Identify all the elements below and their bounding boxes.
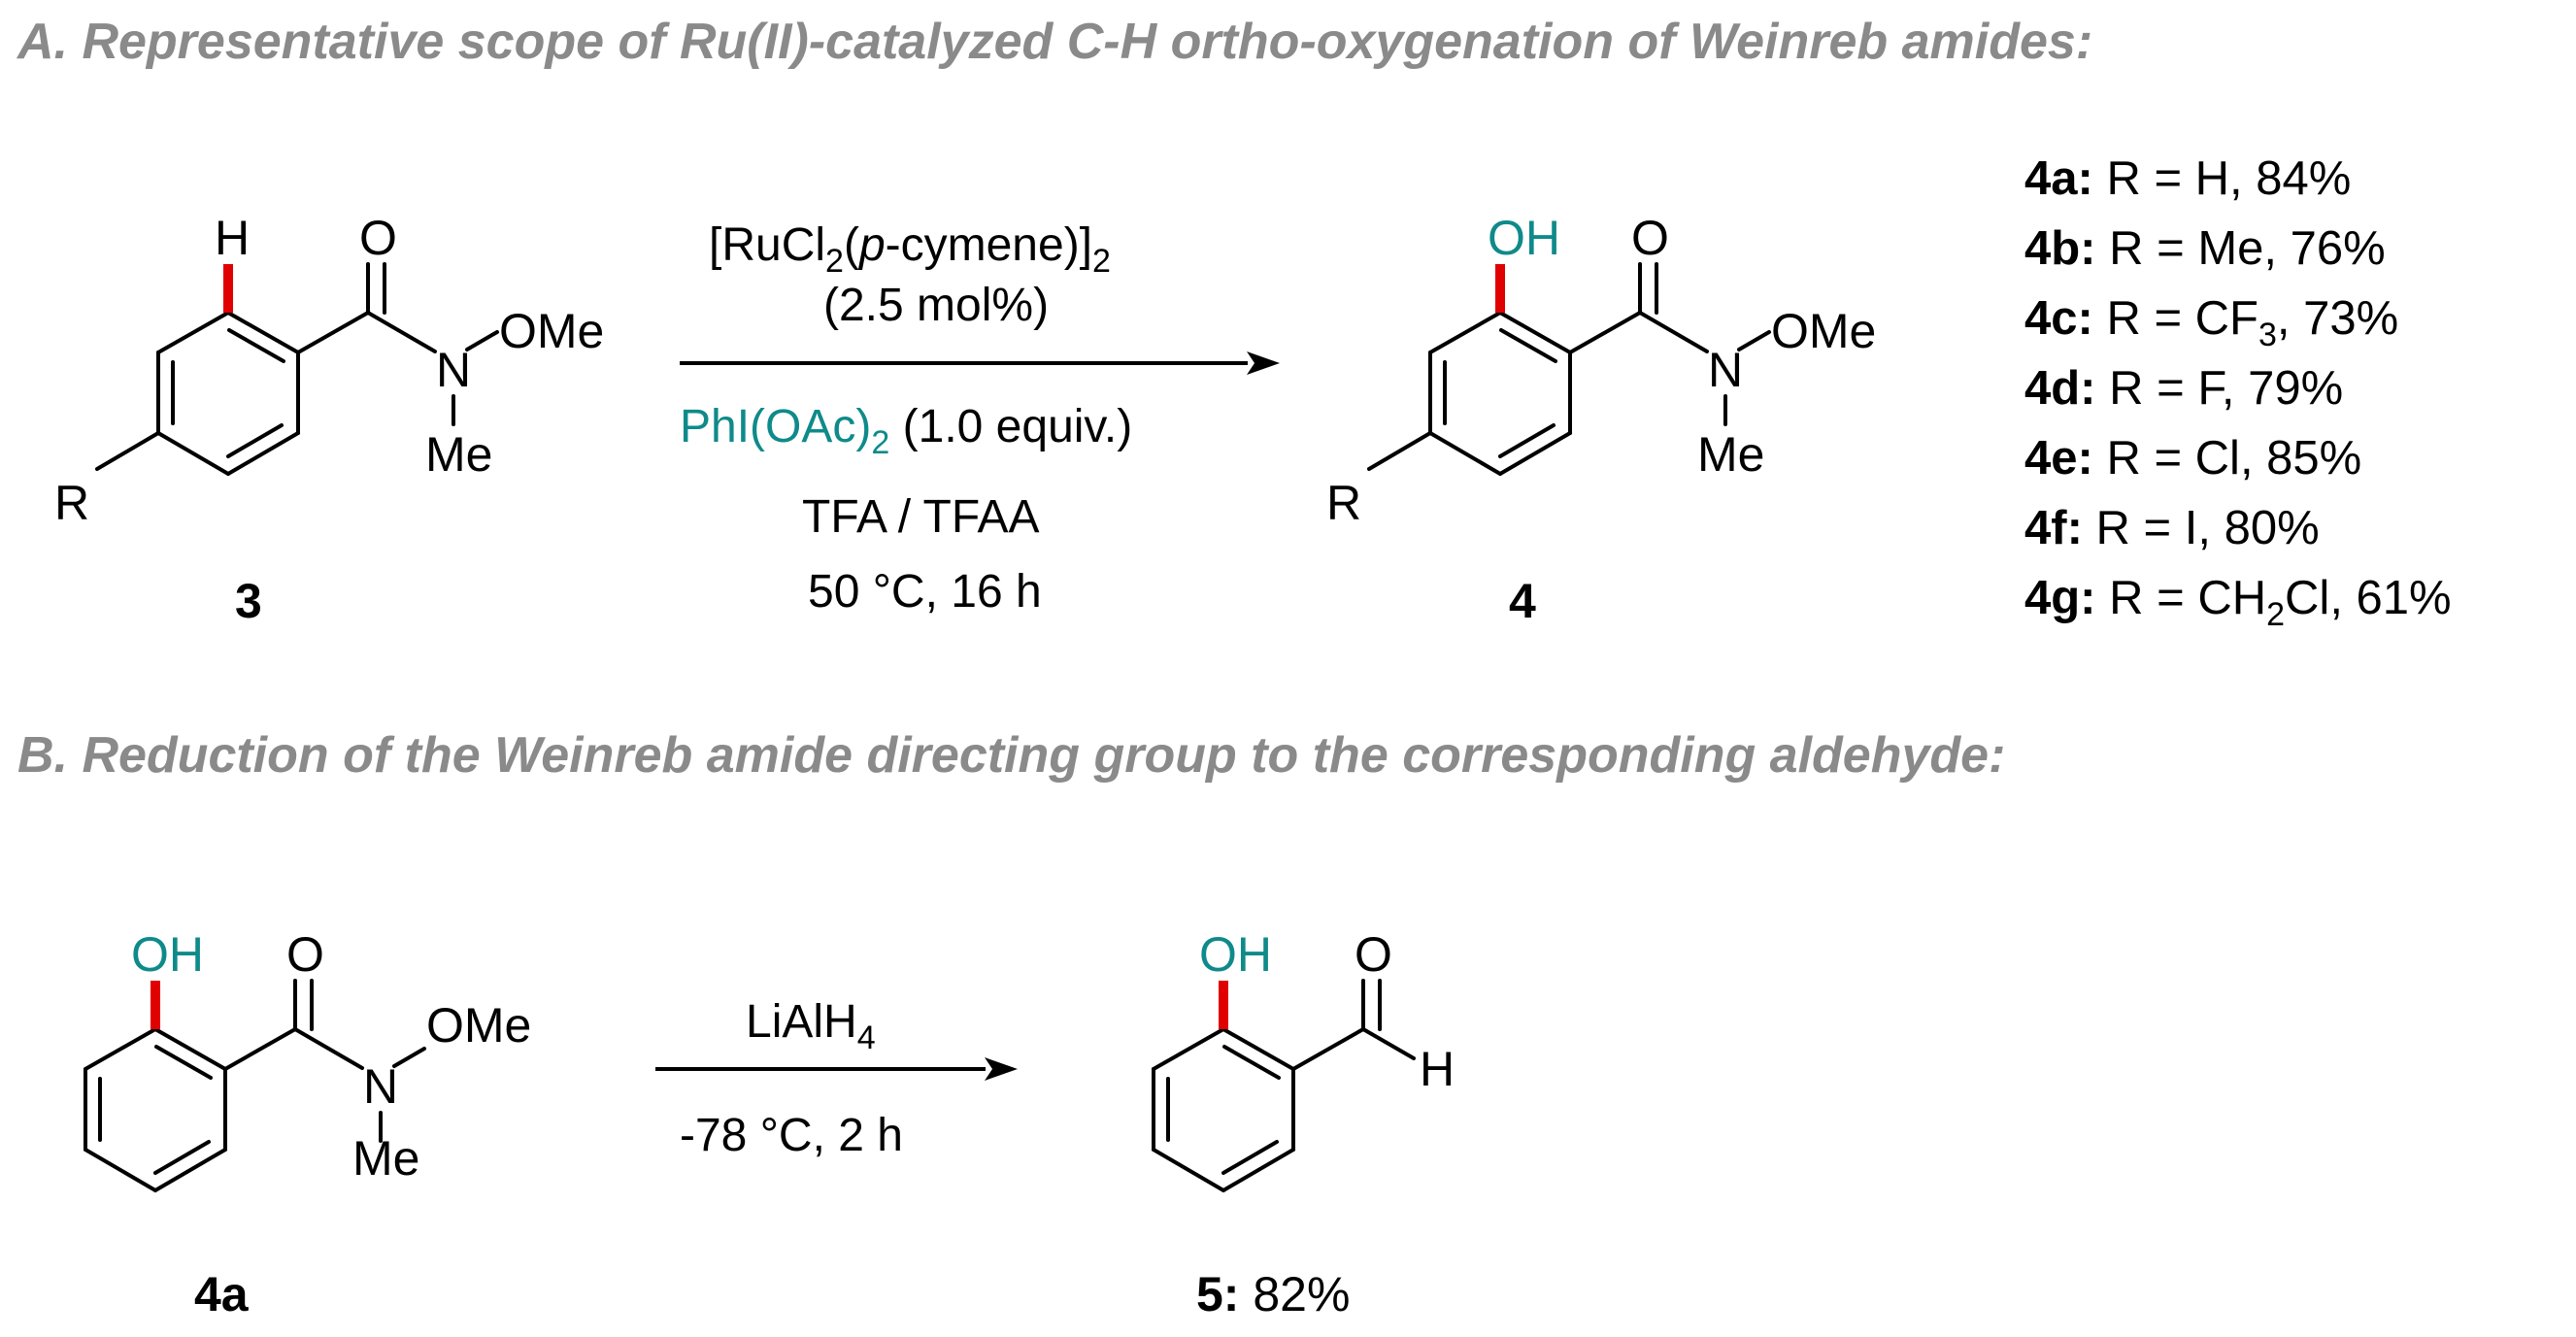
oxidant-text: PhI(OAc)2 (1.0 equiv.) — [680, 401, 1132, 461]
catalyst-text: [RuCl2(p-cymene)]2 — [709, 219, 1111, 280]
reaction-b-conditions: LiAlH4 -78 °C, 2 h — [655, 996, 1018, 1161]
atom-oh: OH — [1199, 927, 1272, 982]
section-b-heading: B. Reduction of the Weinreb amide direct… — [17, 727, 2005, 784]
atom-r: R — [1326, 476, 1361, 530]
atom-oh: OH — [1488, 211, 1560, 265]
atom-oh: OH — [131, 927, 204, 982]
atom-n: N — [1708, 343, 1743, 397]
reaction-b-arrowhead — [985, 1057, 1018, 1081]
compound-5-label: 5: 82% — [1196, 1267, 1350, 1321]
atom-o: O — [286, 927, 324, 982]
scope-item: 4f: R = I, 80% — [2024, 502, 2320, 554]
compound-4a: OH O N OMe Me — [84, 927, 531, 1192]
solvent-text: TFA / TFAA — [802, 491, 1040, 543]
atom-ome: OMe — [499, 304, 604, 358]
atom-ome: OMe — [426, 998, 531, 1053]
temperature-time-a: 50 °C, 16 h — [808, 566, 1042, 618]
scope-item: 4d: R = F, 79% — [2024, 362, 2343, 415]
catalyst-loading: (2.5 mol%) — [823, 280, 1049, 331]
compound-4a-label: 4a — [194, 1267, 250, 1321]
atom-me: Me — [425, 427, 492, 482]
atom-o: O — [1631, 211, 1669, 265]
compound-5: OH O H — [1152, 927, 1455, 1192]
reaction-a-arrowhead — [1247, 351, 1280, 375]
compound-4: OH R O N OMe Me — [1326, 211, 1876, 530]
scope-item: 4b: R = Me, 76% — [2024, 222, 2386, 275]
atom-r: R — [54, 476, 89, 530]
atom-me: Me — [352, 1131, 419, 1186]
reaction-a-conditions: [RuCl2(p-cymene)]2 (2.5 mol%) PhI(OAc)2 … — [680, 219, 1280, 618]
atom-n: N — [363, 1059, 398, 1114]
atom-o: O — [359, 211, 397, 265]
atom-ome: OMe — [1771, 304, 1876, 358]
atom-h: H — [1420, 1042, 1455, 1096]
compound-3-label: 3 — [235, 574, 262, 628]
temperature-time-b: -78 °C, 2 h — [680, 1110, 903, 1161]
atom-me: Me — [1697, 427, 1764, 482]
scope-item: 4e: R = Cl, 85% — [2024, 432, 2361, 485]
atom-n: N — [436, 343, 471, 397]
scope-item: 4g: R = CH2Cl, 61% — [2024, 572, 2452, 633]
compound-3: H R O N OMe Me — [54, 211, 604, 530]
scope-item: 4a: R = H, 84% — [2024, 152, 2351, 205]
compound-4-label: 4 — [1509, 574, 1536, 628]
atom-h: H — [215, 211, 250, 265]
reagent-text: LiAlH4 — [746, 996, 876, 1056]
scope-list: 4a: R = H, 84% 4b: R = Me, 76% 4c: R = C… — [2024, 152, 2452, 633]
scope-item: 4c: R = CF3, 73% — [2024, 292, 2398, 353]
section-a-heading: A. Representative scope of Ru(II)-cataly… — [16, 14, 2092, 70]
atom-o: O — [1355, 927, 1392, 982]
